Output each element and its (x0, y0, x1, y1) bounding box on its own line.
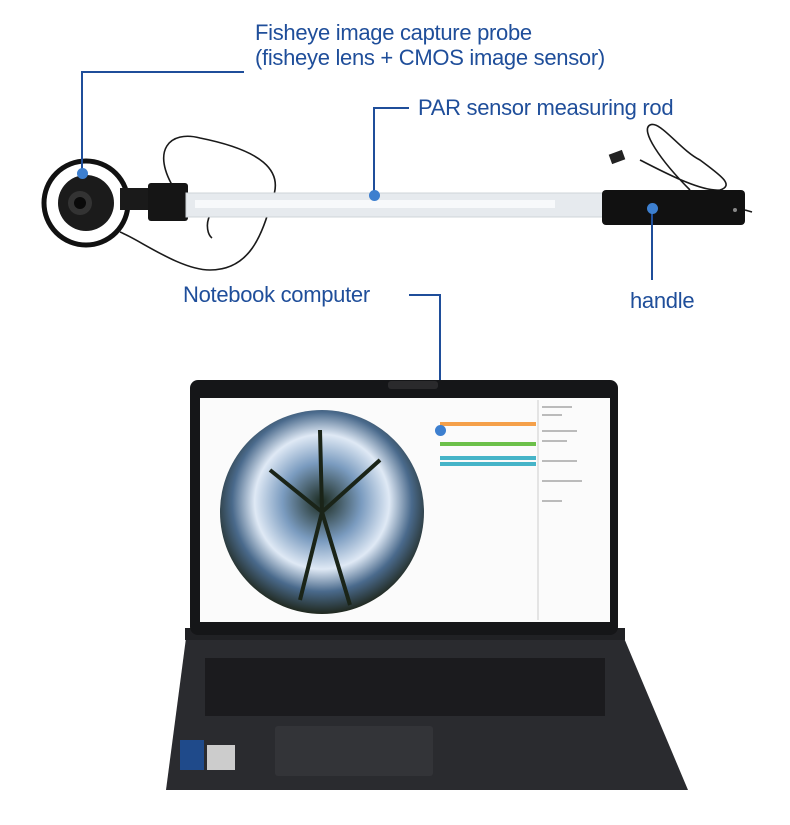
webcam-icon (388, 381, 438, 389)
touchpad[interactable] (275, 726, 433, 776)
notebook-computer (166, 380, 688, 790)
handle-label: handle (630, 288, 695, 313)
green-button (440, 442, 536, 446)
notebook-leader-v (439, 294, 441, 430)
spec-sticker (207, 745, 235, 770)
rod-leader-v (373, 107, 375, 195)
rod-label: PAR sensor measuring rod (418, 95, 674, 120)
probe-label: Fisheye image capture probe (fisheye len… (255, 20, 605, 70)
fisheye-image (220, 410, 424, 614)
keyboard (205, 658, 605, 716)
par-sensor-rod (185, 192, 607, 218)
orange-button (440, 422, 536, 426)
probe-leader-h (82, 71, 244, 73)
results-text-lines (542, 406, 582, 502)
teal-button-1 (440, 456, 536, 460)
probe-label-line1: Fisheye image capture probe (255, 20, 532, 45)
handle-leader-v (651, 208, 653, 280)
fisheye-probe (41, 158, 188, 248)
intel-core-sticker (180, 740, 204, 770)
notebook-label: Notebook computer (183, 282, 370, 307)
probe-label-line2: (fisheye lens + CMOS image sensor) (255, 45, 605, 70)
rod-marker-dot (369, 190, 380, 201)
handle-marker-dot (647, 203, 658, 214)
usb-plug-icon (608, 149, 626, 165)
teal-button-2 (440, 462, 536, 466)
handle (602, 190, 745, 225)
rod-leader-h (373, 107, 409, 109)
probe-leader-v (81, 71, 83, 173)
notebook-leader-h (409, 294, 441, 296)
notebook-marker-dot (435, 425, 446, 436)
probe-rod-illustration (41, 123, 753, 271)
probe-marker-dot (77, 168, 88, 179)
